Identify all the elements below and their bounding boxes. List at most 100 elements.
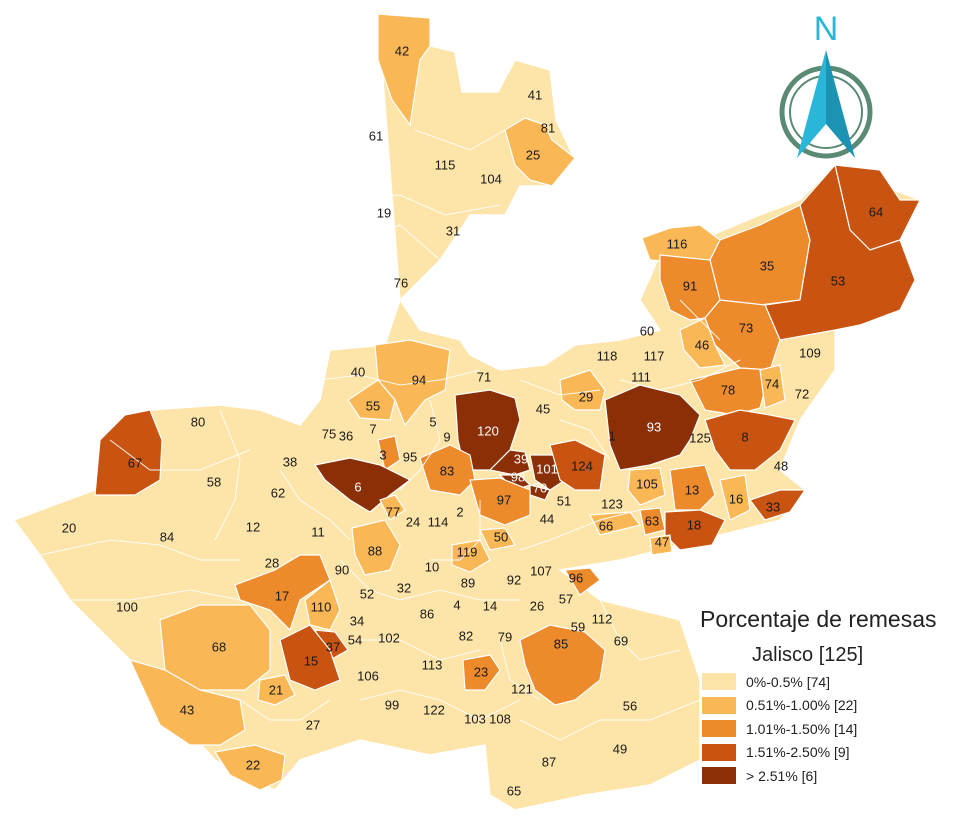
region-label: 91: [683, 278, 697, 293]
region-label: 87: [542, 754, 556, 769]
region-label: 58: [207, 474, 221, 489]
region-label: 10: [425, 559, 439, 574]
region-91: [659, 254, 721, 321]
region-label: 47: [655, 534, 669, 549]
region-label: 11: [311, 524, 325, 539]
region-77: [379, 494, 406, 521]
region-25: [504, 117, 576, 187]
region-39: [488, 449, 531, 476]
legend-label: 0%-0.5% [74]: [746, 673, 831, 690]
region-label: 7: [369, 421, 376, 436]
region-label: 106: [357, 668, 379, 683]
region-label: 124: [571, 458, 593, 473]
region-110: [304, 578, 341, 631]
region-label: 97: [497, 492, 511, 507]
region-label: 108: [489, 711, 511, 726]
region-label: 9: [443, 429, 450, 444]
legend-item: 0.51%-1.00% [22]: [702, 694, 962, 718]
region-label: 17: [275, 588, 289, 603]
region-label: 51: [557, 493, 571, 508]
region-label: 55: [366, 398, 380, 413]
region-label: 27: [306, 717, 320, 732]
region-label: 43: [180, 702, 194, 717]
region-label: 114: [428, 514, 449, 529]
legend-swatch: [702, 720, 736, 738]
region-16: [719, 474, 751, 521]
region-label: 115: [435, 157, 456, 172]
region-label: 61: [369, 128, 383, 143]
legend-swatch: [702, 696, 736, 714]
legend-item: 1.01%-1.50% [14]: [702, 717, 962, 741]
region-label: 41: [528, 87, 542, 102]
region-21: [257, 674, 296, 706]
region-label: 93: [647, 419, 661, 434]
region-label: 3: [379, 447, 386, 462]
region-label: 37: [326, 639, 340, 654]
region-label: 95: [403, 449, 417, 464]
region-label: 77: [386, 504, 400, 519]
region-label: 50: [494, 529, 508, 544]
region-label: 63: [645, 513, 659, 528]
region-label: 94: [412, 372, 426, 387]
legend-label: 1.01%-1.50% [14]: [746, 720, 858, 737]
region-3: [377, 435, 401, 471]
region-label: 13: [685, 482, 699, 497]
region-label: 35: [760, 258, 774, 273]
region-label: 111: [631, 369, 651, 384]
region-17: [234, 554, 331, 632]
legend-items: 0%-0.5% [74] 0.51%-1.00% [22] 1.01%-1.50% …: [700, 670, 962, 788]
region-label: 75: [322, 426, 336, 441]
region-18: [664, 509, 726, 551]
region-label: 68: [212, 639, 226, 654]
region-label: 52: [360, 586, 374, 601]
region-label: 74: [765, 376, 779, 391]
region-23: [462, 654, 501, 691]
north-arrow-icon: N: [779, 10, 873, 159]
region-label: 119: [457, 544, 478, 559]
region-55: [347, 379, 396, 421]
region-label: 62: [271, 485, 285, 500]
region-label: 118: [597, 348, 618, 363]
region-66: [589, 511, 642, 536]
region-label: 72: [795, 386, 809, 401]
region-label: 15: [304, 653, 318, 668]
region-label: 34: [350, 613, 364, 628]
region-label: 88: [368, 543, 382, 558]
region-label: 92: [507, 572, 521, 587]
region-label: 25: [526, 147, 540, 162]
region-label: 19: [377, 205, 391, 220]
region-label: 46: [695, 337, 709, 352]
region-label: 100: [116, 599, 138, 614]
region-label: 90: [335, 562, 349, 577]
region-67: [94, 409, 163, 496]
region-label: 80: [191, 414, 205, 429]
region-label: 99: [385, 697, 399, 712]
region-label: 39: [514, 451, 528, 466]
region-label: 117: [644, 348, 665, 363]
legend-swatch: [702, 743, 736, 761]
region-label: 110: [311, 599, 332, 614]
region-119: [451, 539, 491, 573]
region-label: 26: [530, 598, 544, 613]
region-8: [704, 409, 796, 471]
region-label: 104: [480, 171, 502, 186]
region-label: 96: [569, 570, 583, 585]
region-label: 48: [774, 458, 788, 473]
region-label: 38: [283, 454, 297, 469]
region-label: 84: [160, 529, 174, 544]
region-label: 123: [601, 496, 623, 511]
region-label: 12: [246, 519, 260, 534]
region-label: 78: [721, 382, 735, 397]
region-label: 67: [128, 455, 142, 470]
region-label: 66: [599, 518, 613, 533]
region-label: 20: [62, 520, 76, 535]
region-label: 79: [498, 629, 512, 644]
region-label: 71: [477, 369, 491, 384]
region-label: 121: [511, 681, 533, 696]
legend-item: 0%-0.5% [74]: [702, 670, 962, 694]
region-label: 109: [799, 345, 821, 360]
region-42: [377, 13, 431, 127]
legend-label: 1.51%-2.50% [9]: [746, 744, 850, 761]
legend-swatch: [702, 673, 736, 691]
